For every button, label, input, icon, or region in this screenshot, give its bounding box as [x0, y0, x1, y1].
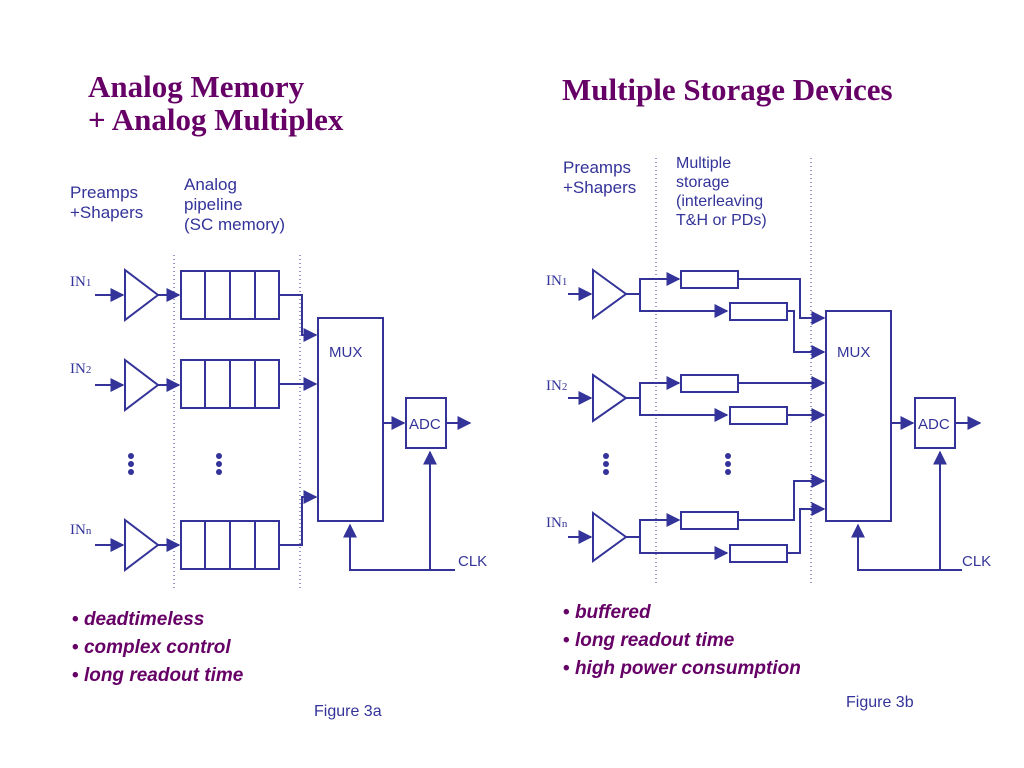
right-storage-label: Multiple storage (interleaving T&H or PD… — [676, 154, 767, 230]
right-storenb-to-mux — [787, 502, 826, 554]
left-title: Analog Memory + Analog Multiplex — [88, 70, 343, 136]
right-storage-line2: storage — [676, 174, 730, 191]
left-preamps-line2: +Shapers — [70, 203, 144, 222]
right-storage-nb — [729, 544, 788, 563]
left-adc-label: ADC — [409, 416, 441, 433]
right-preamps-line2: +Shapers — [563, 178, 637, 197]
right-input-label-2: IN2 — [546, 378, 567, 394]
right-preamp-n — [592, 511, 628, 563]
right-storage-line1: Multiple — [676, 155, 732, 172]
right-preamps-label: Preamps +Shapers — [563, 158, 636, 198]
right-figure-caption: Figure 3b — [846, 694, 914, 711]
right-store1a-to-mux — [738, 278, 826, 325]
left-pipeline-line3: (SC memory) — [184, 215, 286, 234]
left-pipeline-line1: Analog — [184, 175, 237, 194]
left-clk-to-mux — [343, 523, 455, 571]
right-preamp1-to-store-b — [639, 294, 729, 318]
left-pipen-to-mux — [279, 490, 318, 546]
left-mux-label: MUX — [329, 344, 362, 361]
right-storage-na — [680, 511, 739, 530]
right-preamp2-to-store-b — [639, 398, 729, 422]
right-mux-label: MUX — [837, 344, 870, 361]
left-clk-label: CLK — [458, 553, 487, 570]
right-storage-1b — [729, 302, 788, 321]
right-input-label-1: IN1 — [546, 273, 567, 289]
left-pipeline-line2: pipeline — [184, 195, 243, 214]
right-adc-label: ADC — [918, 416, 950, 433]
right-preamp-1 — [592, 268, 628, 320]
right-bullet-3: high power consumption — [563, 655, 801, 683]
left-input-label-n: INn — [70, 522, 92, 538]
right-mux-block — [825, 310, 892, 522]
right-input-label-n: INn — [546, 515, 568, 531]
left-preamp-1 — [124, 267, 160, 323]
left-preamps-line1: Preamps — [70, 183, 139, 202]
right-preampn-to-store-a — [626, 513, 681, 538]
left-pipe1-to-mux — [279, 294, 318, 342]
right-ellipsis-preamps — [603, 453, 609, 475]
left-title-line2: + Analog Multiplex — [88, 102, 344, 137]
right-storage-line4: T&H or PDs) — [676, 212, 767, 229]
left-mux-block — [317, 317, 384, 522]
left-bullet-1: deadtimeless — [72, 606, 243, 634]
left-pipeline-1 — [180, 270, 280, 320]
right-bullet-list: buffered long readout time high power co… — [563, 599, 801, 683]
right-bullet-1: buffered — [563, 599, 801, 627]
left-figure-caption: Figure 3a — [314, 703, 382, 720]
right-clk-to-mux — [851, 523, 962, 571]
right-preampn-to-store-b — [639, 537, 729, 560]
right-store1b-to-mux — [787, 310, 826, 359]
right-clk-label: CLK — [962, 553, 991, 570]
left-preamps-label: Preamps +Shapers — [70, 183, 143, 223]
left-pipeline-2 — [180, 359, 280, 409]
right-preamp1-to-store-a — [626, 272, 681, 295]
right-preamp-2 — [592, 373, 628, 423]
left-ellipsis-preamps — [128, 453, 134, 475]
left-input-label-1: IN1 — [70, 274, 91, 290]
right-preamp2-to-store-a — [626, 376, 681, 399]
right-ellipsis-storage — [725, 453, 731, 475]
left-title-line1: Analog Memory — [88, 69, 305, 104]
left-ellipsis-pipeline — [216, 453, 222, 475]
right-storage-line3: (interleaving — [676, 193, 764, 210]
left-bullet-3: long readout time — [72, 662, 243, 690]
right-title: Multiple Storage Devices — [562, 72, 893, 107]
left-input-label-2: IN2 — [70, 361, 91, 377]
right-bullet-2: long readout time — [563, 627, 801, 655]
left-pipeline-label: Analog pipeline (SC memory) — [184, 175, 285, 235]
left-pipeline-n — [180, 520, 280, 570]
left-bullet-list: deadtimeless complex control long readou… — [72, 606, 243, 690]
left-preamp-2 — [124, 357, 160, 413]
left-bullet-2: complex control — [72, 634, 243, 662]
left-preamp-n — [124, 517, 160, 573]
right-storage-2b — [729, 406, 788, 425]
right-storage-2a — [680, 374, 739, 393]
right-storage-1a — [680, 270, 739, 289]
right-storena-to-mux — [738, 474, 826, 521]
right-preamps-line1: Preamps — [563, 158, 632, 177]
